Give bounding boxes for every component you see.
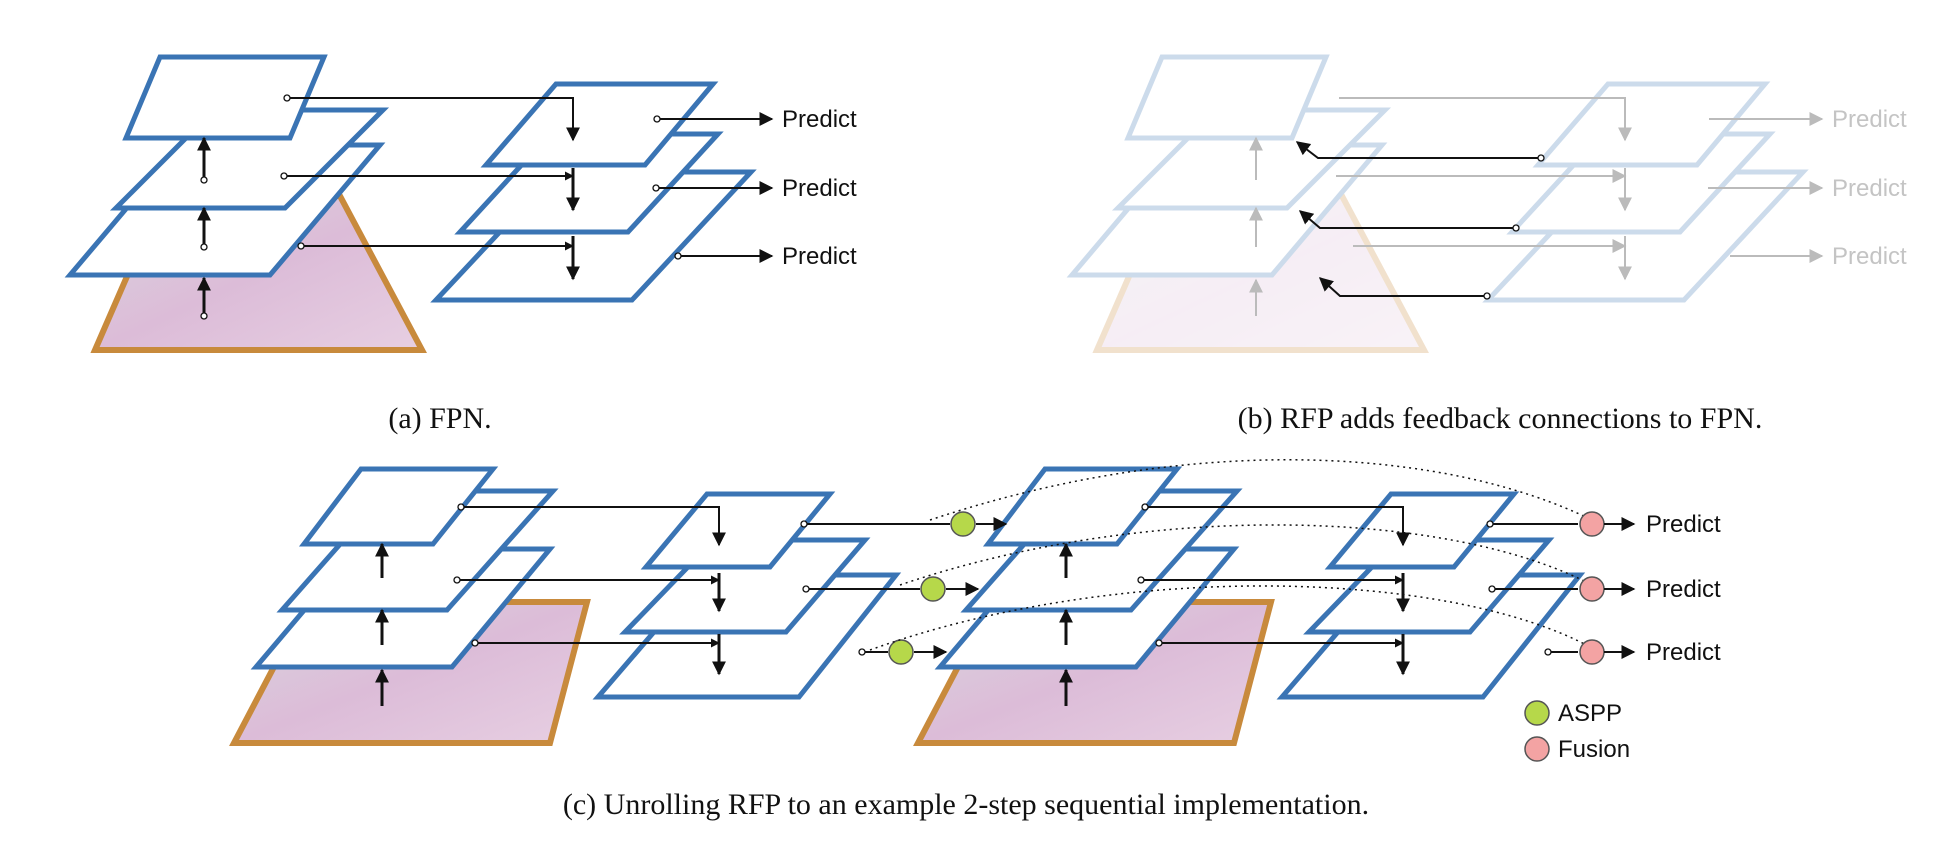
pyramid-plane-p5 bbox=[640, 491, 836, 570]
connection-dot bbox=[280, 172, 288, 180]
legend-fusion-swatch bbox=[1524, 736, 1550, 762]
connection-dot bbox=[297, 242, 305, 250]
faded-fpn bbox=[1066, 54, 1809, 353]
predict-label: Predict bbox=[1646, 511, 1721, 538]
pyramid-plane-p3 bbox=[1482, 169, 1809, 303]
connection-dot bbox=[800, 520, 808, 528]
predict-label: Predict bbox=[1646, 576, 1721, 603]
connection-dot bbox=[858, 648, 866, 656]
connection-dot bbox=[1537, 154, 1545, 162]
pyramid-plane-p5 bbox=[1532, 81, 1771, 168]
connection-dot bbox=[200, 312, 208, 320]
connection-dot bbox=[1486, 520, 1494, 528]
legend: ASPP Fusion bbox=[1524, 700, 1630, 763]
backbone-plane-c5 bbox=[1124, 54, 1330, 141]
feedback-connection bbox=[1298, 210, 1516, 229]
legend-aspp-swatch bbox=[1524, 700, 1550, 726]
connection-dot bbox=[200, 243, 208, 251]
pyramid-plane-p5 bbox=[480, 81, 719, 168]
panel-b-rfp: Predict Predict Predict (b) RFP adds fee… bbox=[1066, 54, 1907, 435]
feedback-connection bbox=[1295, 141, 1541, 159]
legend-fusion-label: Fusion bbox=[1558, 736, 1630, 763]
backbone-plane-c4 bbox=[109, 107, 390, 211]
connection-dot bbox=[1483, 292, 1491, 300]
connection-dot bbox=[652, 184, 660, 192]
connection-dot bbox=[1544, 648, 1552, 656]
connection-dot bbox=[1137, 576, 1145, 584]
feedback-connection bbox=[1318, 277, 1487, 297]
pyramid-plane-p4 bbox=[619, 537, 871, 635]
aspp-node bbox=[950, 511, 976, 537]
predict-label: Predict bbox=[782, 243, 857, 270]
predict-label: Predict bbox=[1646, 639, 1721, 666]
dotted-skip-connection bbox=[929, 459, 1593, 521]
connection-dot bbox=[1155, 639, 1163, 647]
connection-dot bbox=[1488, 585, 1496, 593]
connection-dot bbox=[471, 639, 479, 647]
connection-dot bbox=[200, 176, 208, 184]
backbone-plane-c4 bbox=[1111, 107, 1392, 211]
predict-label: Predict bbox=[1832, 243, 1907, 270]
fusion-node bbox=[1579, 576, 1605, 602]
connection-dot bbox=[1141, 503, 1149, 511]
aspp-node bbox=[920, 576, 946, 602]
lateral-connection bbox=[287, 97, 580, 142]
panel-b-caption: (b) RFP adds feedback connections to FPN… bbox=[1238, 402, 1763, 435]
connection-dot bbox=[453, 576, 461, 584]
panel-a-caption: (a) FPN. bbox=[388, 402, 491, 435]
faded-connections bbox=[1249, 97, 1824, 316]
connection-dot bbox=[802, 585, 810, 593]
pyramid-plane-p4 bbox=[1506, 131, 1776, 235]
predict-label: Predict bbox=[782, 175, 857, 202]
backbone-plane-c3 bbox=[1066, 142, 1388, 278]
panel-c-caption: (c) Unrolling RFP to an example 2-step s… bbox=[563, 788, 1369, 821]
connection-dot bbox=[674, 252, 682, 260]
predict-label: Predict bbox=[782, 106, 857, 133]
fusion-node bbox=[1579, 511, 1605, 537]
dotted-skip-connection bbox=[869, 585, 1593, 651]
legend-aspp-label: ASPP bbox=[1558, 700, 1622, 727]
aspp-node bbox=[888, 639, 914, 665]
pyramid-plane-p4 bbox=[1303, 537, 1555, 635]
fusion-node bbox=[1579, 639, 1605, 665]
pyramid-plane-p5 bbox=[1324, 491, 1520, 570]
backbone-plane-c5 bbox=[982, 466, 1183, 547]
lateral-connection bbox=[1145, 506, 1410, 547]
connection-dot bbox=[653, 115, 661, 123]
connection-dot bbox=[283, 94, 291, 102]
connection-dot bbox=[1512, 224, 1520, 232]
connection-dot bbox=[457, 503, 465, 511]
lateral-connection bbox=[461, 506, 726, 547]
predict-label: Predict bbox=[1832, 175, 1907, 202]
backbone-plane-c5 bbox=[298, 466, 499, 547]
panel-c-unrolled-rfp: Predict Predict Predict ASPP Fusion (c) … bbox=[229, 459, 1721, 821]
input-image-b bbox=[1092, 193, 1429, 353]
dotted-skip-connection bbox=[899, 524, 1593, 586]
backbone-plane-c5 bbox=[122, 54, 328, 141]
predict-label: Predict bbox=[1832, 106, 1907, 133]
panel-a-fpn: Predict Predict Predict (a) FPN. bbox=[64, 54, 857, 435]
